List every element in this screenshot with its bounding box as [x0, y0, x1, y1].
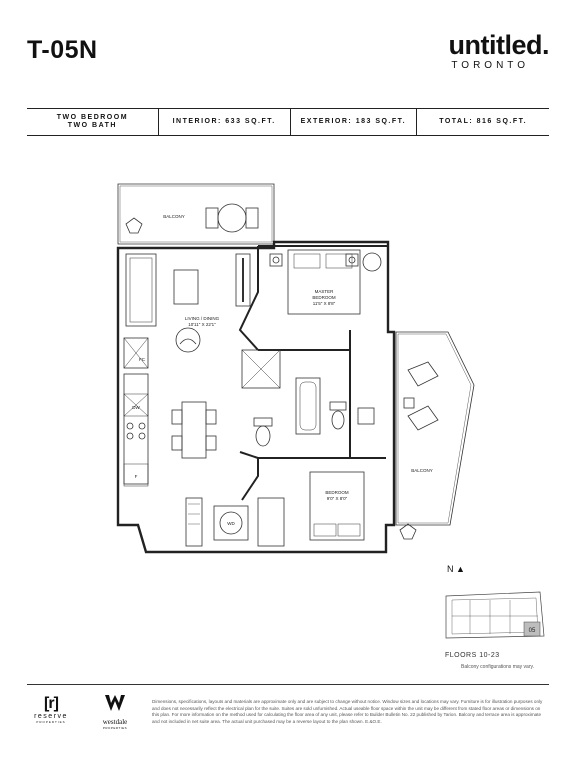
reserve-name: reserve — [34, 713, 68, 720]
reserve-sub: PROPERTIES — [36, 720, 66, 724]
dw-label: DW — [132, 405, 140, 410]
westdale-mark-icon — [105, 695, 125, 711]
exterior-area: EXTERIOR: 183 SQ.FT. — [289, 109, 417, 135]
interior-area: INTERIOR: 633 SQ.FT. — [157, 109, 290, 135]
north-label: N — [447, 564, 454, 574]
floor-plan: BALCONY BALCONY LIVING / DINING 10'11" X… — [116, 183, 475, 554]
master-label-2: BEDROOM — [312, 295, 336, 300]
bedroom-label: BEDROOM — [325, 490, 349, 495]
unit-outline — [116, 240, 396, 554]
balcony-top-label: BALCONY — [163, 214, 185, 219]
brand-city: TORONTO — [451, 60, 529, 71]
westdale-logo: westdale PROPERTIES — [94, 694, 136, 730]
north-arrow-icon: ▲ — [456, 564, 465, 574]
key-plan: 05 — [445, 591, 545, 639]
spec-bar: TWO BEDROOM TWO BATH INTERIOR: 633 SQ.FT… — [27, 108, 549, 136]
reserve-mark: [r] — [44, 695, 59, 712]
brand-logo: untitled. TORONTO — [448, 30, 550, 71]
master-label: MASTER — [315, 289, 335, 294]
balcony-right-label: BALCONY — [411, 468, 433, 473]
total-area: TOTAL: 816 SQ.FT. — [416, 109, 549, 135]
reserve-logo: [r] reserve PROPERTIES — [30, 695, 72, 724]
bed-bath-cell: TWO BEDROOM TWO BATH — [27, 109, 158, 135]
fridge-label: F — [135, 474, 138, 479]
disclaimer: Dimensions, specifications, layouts and … — [152, 699, 543, 724]
bed-count: TWO BEDROOM — [56, 114, 129, 121]
westdale-name: westdale — [102, 718, 128, 726]
fc-label: FC — [139, 357, 146, 362]
bedroom-dims: 9'0" X 8'0" — [327, 496, 348, 501]
wd-label: WD — [227, 521, 235, 526]
north-indicator: N ▲ — [447, 564, 465, 574]
balcony-note: Balcony configurations may vary. — [461, 664, 534, 670]
living-label: LIVING / DINING — [185, 316, 220, 321]
unit-title: T-05N — [27, 36, 98, 64]
brand-name: untitled. — [448, 30, 550, 60]
footer-divider — [27, 684, 549, 685]
floors-label: FLOORS 10-23 — [445, 652, 500, 659]
balcony-top-outline — [117, 183, 275, 245]
westdale-sub: PROPERTIES — [102, 726, 128, 730]
bath-count: TWO BATH — [67, 122, 117, 129]
balcony-right-outline — [395, 331, 475, 526]
living-dims: 10'11" X 22'1" — [188, 322, 216, 327]
unit-highlight — [523, 621, 541, 637]
unit-tag: 05 — [529, 628, 536, 634]
master-dims: 11'5" X 8'8" — [313, 301, 336, 306]
